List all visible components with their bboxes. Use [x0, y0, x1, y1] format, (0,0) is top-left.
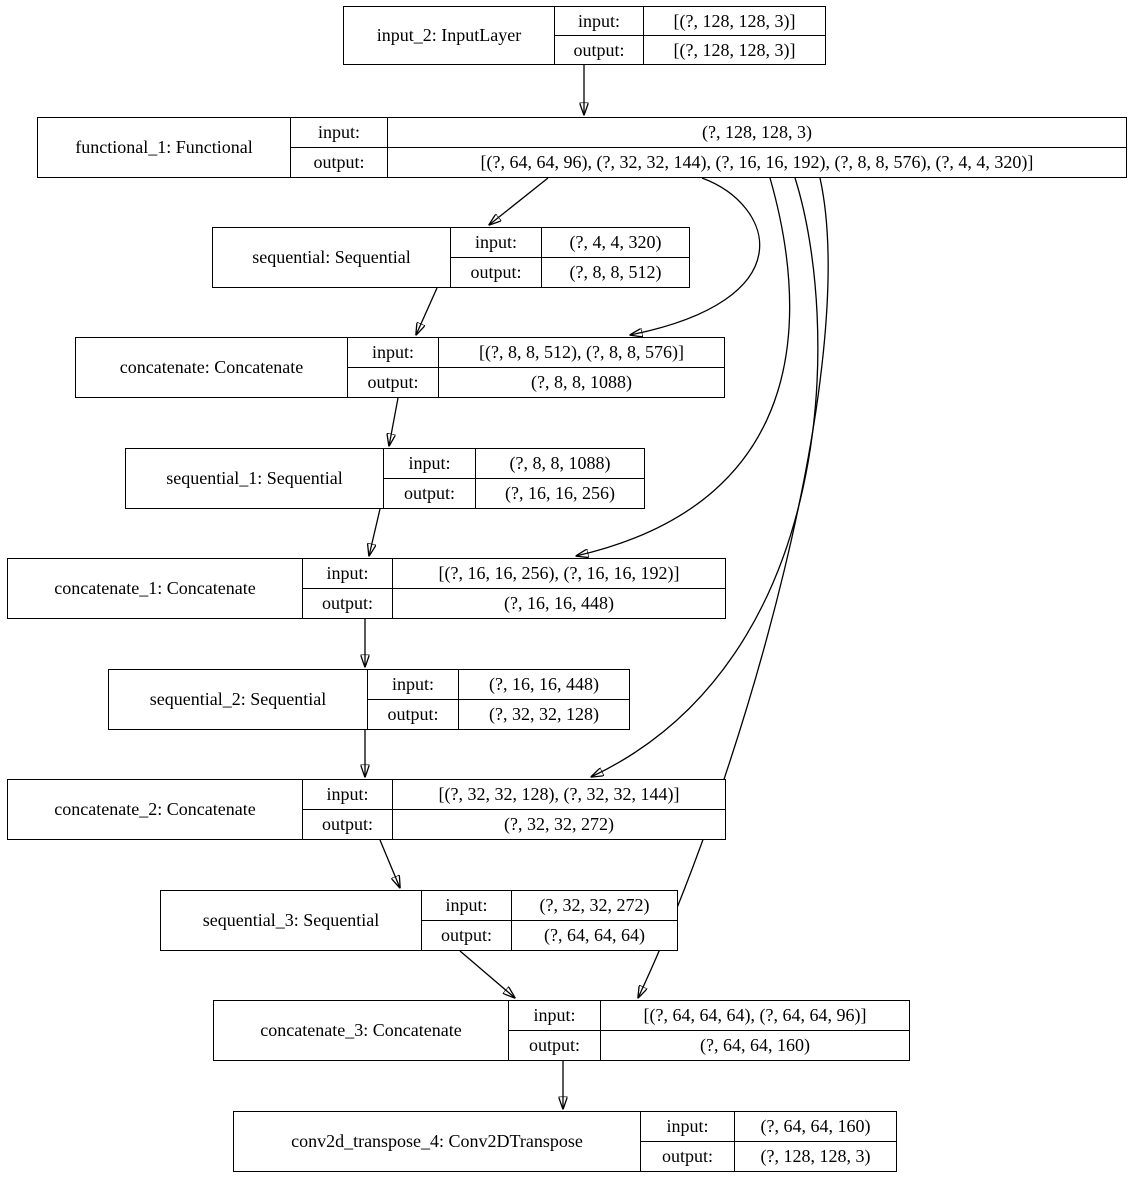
input-shape: (?, 128, 128, 3)	[702, 122, 812, 142]
layer-title: sequential_1: Sequential	[126, 449, 384, 508]
edge-functional_1-to-sequential	[489, 177, 549, 225]
input-label: input:	[641, 1112, 735, 1141]
layer-title: concatenate_2: Concatenate	[8, 780, 303, 839]
node-concatenate: concatenate: Concatenate input: [(?, 8, …	[75, 337, 725, 398]
edge-sequential-to-concatenate	[416, 287, 438, 335]
layer-title-text: sequential_1: Sequential	[166, 468, 343, 488]
layer-title: concatenate_1: Concatenate	[8, 559, 303, 618]
node-concatenate_3: concatenate_3: Concatenate input: [(?, 6…	[213, 1000, 910, 1061]
node-concatenate_1: concatenate_1: Concatenate input: [(?, 1…	[7, 558, 726, 619]
io-table: input: (?, 32, 32, 272) output: (?, 64, …	[422, 891, 677, 950]
io-table: input: [(?, 8, 8, 512), (?, 8, 8, 576)] …	[348, 338, 724, 397]
input-label: input:	[509, 1001, 601, 1030]
input-label: input:	[348, 338, 439, 367]
output-label: output:	[368, 700, 459, 729]
input-shape: (?, 4, 4, 320)	[569, 232, 662, 252]
input-label: input:	[384, 449, 476, 478]
layer-title-text: concatenate_3: Concatenate	[260, 1020, 462, 1040]
output-label: output:	[348, 368, 439, 397]
node-sequential: sequential: Sequential input: (?, 4, 4, …	[212, 227, 690, 288]
edge-concatenate_2-to-sequential_3	[379, 839, 400, 888]
layer-title-text: concatenate_2: Concatenate	[54, 799, 256, 819]
layer-title: concatenate_3: Concatenate	[214, 1001, 509, 1060]
edge-sequential_1-to-concatenate_1	[369, 508, 381, 556]
input-label: input:	[291, 118, 388, 147]
output-label: output:	[303, 810, 393, 839]
output-shape: (?, 64, 64, 160)	[700, 1035, 810, 1055]
output-label: output:	[451, 258, 542, 287]
output-shape: (?, 32, 32, 128)	[489, 704, 599, 724]
input-shape: [(?, 8, 8, 512), (?, 8, 8, 576)]	[479, 342, 684, 362]
input-shape: [(?, 32, 32, 128), (?, 32, 32, 144)]	[438, 784, 680, 804]
node-concatenate_2: concatenate_2: Concatenate input: [(?, 3…	[7, 779, 726, 840]
output-label: output:	[641, 1142, 735, 1171]
layer-title-text: sequential_2: Sequential	[149, 689, 327, 709]
output-label: output:	[509, 1031, 601, 1060]
output-shape: (?, 64, 64, 64)	[544, 925, 645, 945]
output-shape: (?, 8, 8, 512)	[569, 262, 662, 282]
input-label: input:	[368, 670, 459, 699]
node-sequential_3: sequential_3: Sequential input: (?, 32, …	[160, 890, 678, 951]
output-shape: (?, 32, 32, 272)	[504, 814, 614, 834]
input-shape: (?, 8, 8, 1088)	[509, 453, 611, 473]
input-shape: [(?, 16, 16, 256), (?, 16, 16, 192)]	[438, 563, 680, 583]
input-shape: (?, 64, 64, 160)	[760, 1116, 871, 1136]
output-shape: (?, 16, 16, 448)	[504, 593, 614, 613]
node-input_2: input_2: InputLayer input: [(?, 128, 128…	[343, 6, 826, 65]
layer-title: sequential_2: Sequential	[109, 670, 368, 729]
input-label: input:	[555, 7, 644, 35]
output-shape: (?, 128, 128, 3)	[760, 1146, 871, 1166]
io-table: input: [(?, 16, 16, 256), (?, 16, 16, 19…	[303, 559, 725, 618]
node-conv2d_transpose_4: conv2d_transpose_4: Conv2DTranspose inpu…	[233, 1111, 897, 1172]
io-table: input: (?, 8, 8, 1088) output: (?, 16, 1…	[384, 449, 644, 508]
edge-sequential_3-to-concatenate_3	[459, 950, 515, 998]
io-table: input: (?, 64, 64, 160) output: (?, 128,…	[641, 1112, 896, 1171]
edge-functional_1-to-concatenate_1	[576, 177, 791, 556]
input-label: input:	[422, 891, 512, 920]
output-shape: (?, 16, 16, 256)	[505, 483, 615, 503]
layer-title: sequential: Sequential	[213, 228, 451, 287]
layer-title: concatenate: Concatenate	[76, 338, 348, 397]
input-shape: [(?, 64, 64, 64), (?, 64, 64, 96)]	[643, 1005, 867, 1025]
io-table: input: [(?, 32, 32, 128), (?, 32, 32, 14…	[303, 780, 725, 839]
layer-title-text: concatenate_1: Concatenate	[54, 578, 256, 598]
layer-title-text: concatenate: Concatenate	[119, 357, 304, 377]
io-table: input: [(?, 64, 64, 64), (?, 64, 64, 96)…	[509, 1001, 909, 1060]
output-label: output:	[422, 921, 512, 950]
layer-title: conv2d_transpose_4: Conv2DTranspose	[234, 1112, 641, 1171]
input-label: input:	[303, 780, 393, 809]
edge-functional_1-to-concatenate	[630, 177, 761, 335]
layer-title-text: sequential: Sequential	[252, 247, 411, 267]
layer-title: input_2: InputLayer	[344, 7, 555, 64]
node-functional_1: functional_1: Functional input: (?, 128,…	[37, 117, 1127, 178]
output-shape: [(?, 64, 64, 96), (?, 32, 32, 144), (?, …	[480, 152, 1034, 172]
io-table: input: (?, 4, 4, 320) output: (?, 8, 8, …	[451, 228, 689, 287]
output-label: output:	[291, 148, 388, 177]
io-table: input: (?, 16, 16, 448) output: (?, 32, …	[368, 670, 629, 729]
input-label: input:	[303, 559, 393, 588]
layer-title-text: conv2d_transpose_4: Conv2DTranspose	[291, 1131, 583, 1151]
input-shape: (?, 16, 16, 448)	[489, 674, 599, 694]
output-label: output:	[303, 589, 393, 618]
layer-title-text: sequential_3: Sequential	[202, 910, 380, 930]
io-table: input: [(?, 128, 128, 3)] output: [(?, 1…	[555, 7, 825, 64]
node-sequential_1: sequential_1: Sequential input: (?, 8, 8…	[125, 448, 645, 509]
input-shape: [(?, 128, 128, 3)]	[673, 10, 796, 31]
output-label: output:	[384, 479, 476, 508]
input-label: input:	[451, 228, 542, 257]
layer-title: sequential_3: Sequential	[161, 891, 422, 950]
io-table: input: (?, 128, 128, 3) output: [(?, 64,…	[291, 118, 1126, 177]
edge-concatenate-to-sequential_1	[389, 397, 399, 446]
layer-title-text: input_2: InputLayer	[376, 25, 522, 45]
output-shape: (?, 8, 8, 1088)	[531, 372, 632, 392]
layer-title: functional_1: Functional	[38, 118, 291, 177]
layer-title-text: functional_1: Functional	[75, 137, 253, 157]
edge-functional_1-to-concatenate_3	[638, 177, 829, 998]
input-shape: (?, 32, 32, 272)	[539, 895, 650, 915]
node-sequential_2: sequential_2: Sequential input: (?, 16, …	[108, 669, 630, 730]
output-label: output:	[555, 36, 644, 64]
output-shape: [(?, 128, 128, 3)]	[673, 39, 796, 60]
